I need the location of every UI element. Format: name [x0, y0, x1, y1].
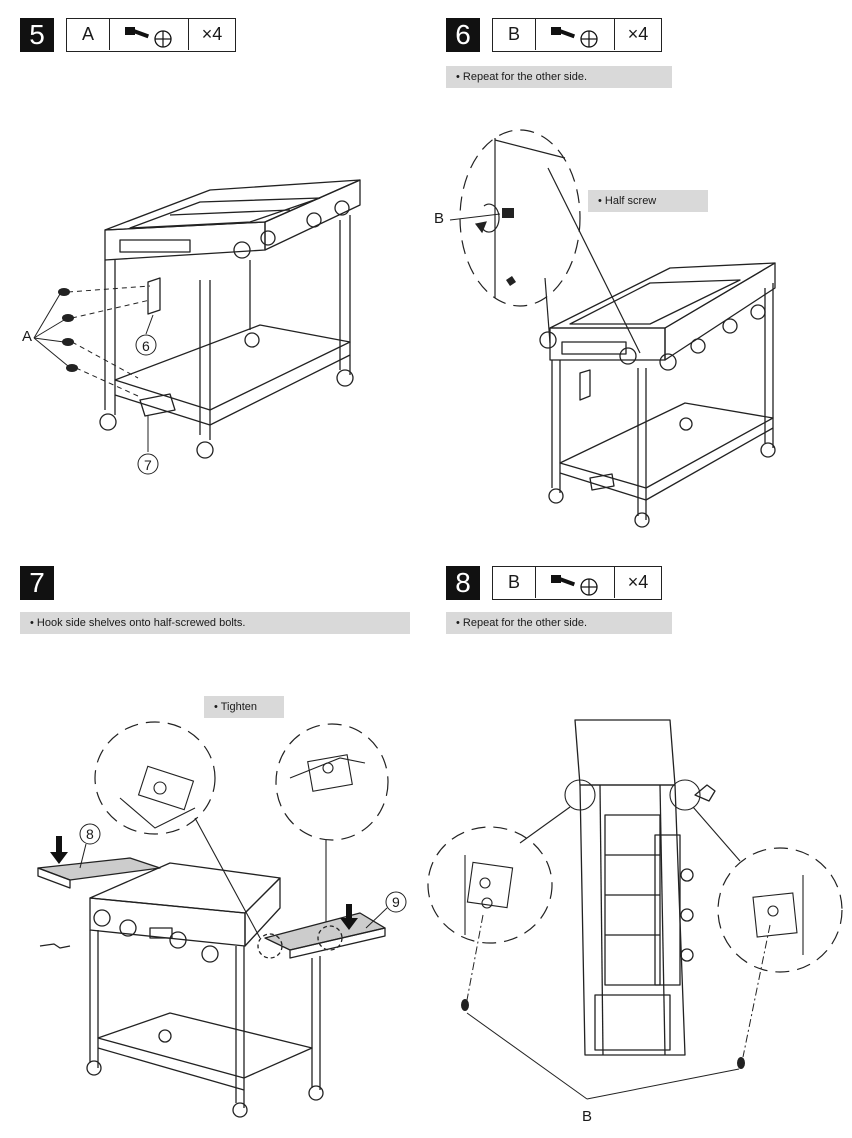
tighten-note: • Tighten: [204, 696, 284, 718]
step-number: 6: [446, 18, 480, 52]
screw-icon: [551, 26, 598, 48]
quantity: ×4: [627, 24, 649, 44]
quantity: ×4: [201, 24, 223, 44]
step-5-header: 5 A ×4: [20, 18, 236, 52]
step-7-note: • Hook side shelves onto half-screwed bo…: [20, 612, 410, 634]
part-letter: B: [493, 567, 536, 598]
part-letter: A: [67, 19, 110, 50]
part-callout-a: A: [22, 328, 33, 345]
parts-table: B ×4: [492, 566, 662, 600]
step-number: 8: [446, 566, 480, 600]
parts-table: A ×4: [66, 18, 236, 52]
step-7-header: 7: [20, 566, 54, 600]
parts-table: B ×4: [492, 18, 662, 52]
step-5-figure: [33, 179, 361, 475]
item-8-number: 8: [86, 826, 94, 842]
step-8-figure: [427, 719, 843, 1100]
step-number: 5: [20, 18, 54, 52]
step-8-note: • Repeat for the other side.: [446, 612, 672, 634]
part-callout-b: B: [582, 1108, 593, 1125]
part-callout-b: B: [434, 210, 445, 227]
down-arrow-icon: [50, 836, 358, 930]
step-7-figure: [37, 721, 407, 1118]
item-6-number: 6: [142, 338, 150, 354]
item-9-number: 9: [392, 894, 400, 910]
screw-icon: [125, 26, 172, 48]
step-6-figure: [449, 129, 776, 528]
step-number: 7: [20, 566, 54, 600]
screw-driver-cell: [536, 19, 615, 50]
step-6-note: • Repeat for the other side.: [446, 66, 672, 88]
screw-icon: [551, 574, 598, 596]
screw-driver-cell: [536, 567, 615, 598]
half-screw-note: • Half screw: [588, 190, 708, 212]
part-letter: B: [493, 19, 536, 50]
item-7-number: 7: [144, 457, 152, 473]
step-8-header: 8 B ×4: [446, 566, 662, 600]
quantity: ×4: [627, 572, 649, 592]
screw-driver-cell: [110, 19, 189, 50]
step-6-header: 6 B ×4: [446, 18, 662, 52]
